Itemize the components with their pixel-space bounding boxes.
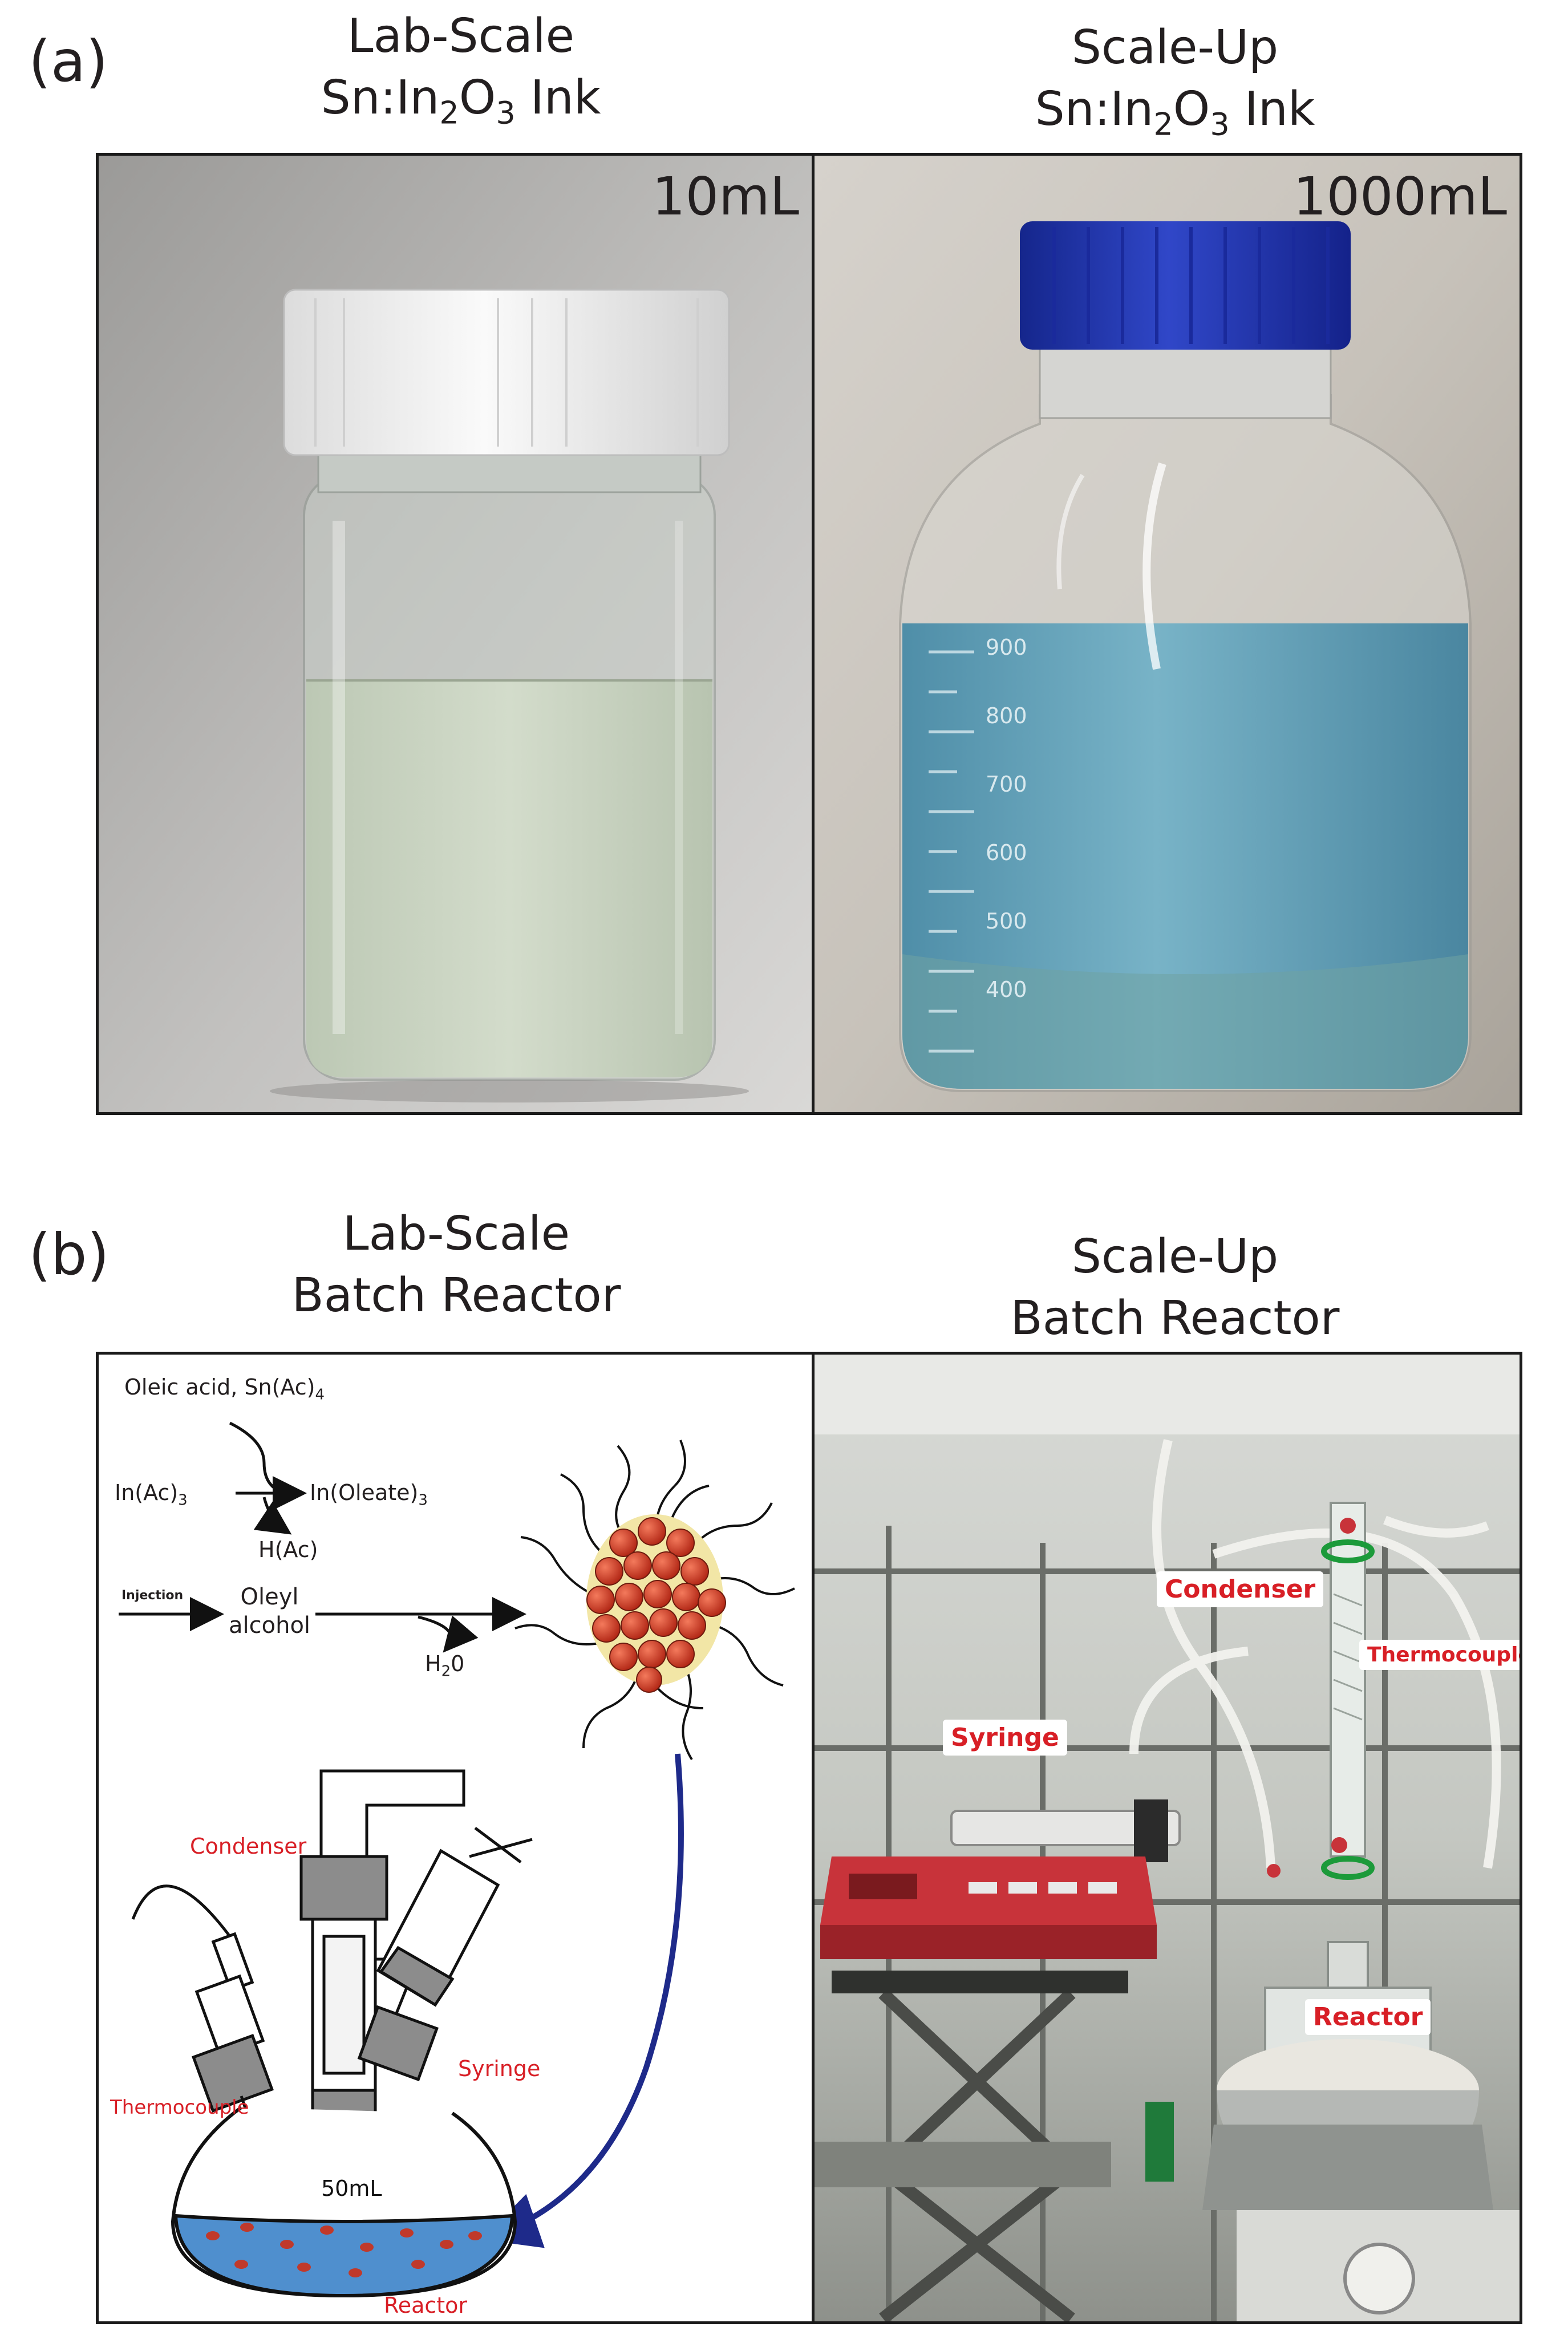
heading-line1: Scale-Up	[1071, 1230, 1279, 1284]
graduation: 900	[986, 635, 1027, 660]
bottle-graduations: 900 800 700 600 500 400	[986, 635, 1054, 1045]
lab-vial-illustration	[99, 156, 812, 1112]
scale-up-bottle-illustration	[815, 156, 1520, 1112]
scheme-reactant: In(Ac)3	[115, 1480, 188, 1509]
heading-line1: Lab-Scale	[347, 9, 575, 63]
oleyl-line2: alcohol	[229, 1612, 311, 1639]
heading-line1: Lab-Scale	[342, 1207, 570, 1261]
scale-up-volume-label: 1000mL	[1293, 166, 1507, 227]
condenser-label: Condenser	[190, 1834, 307, 1859]
panel-a-left-heading: Lab-Scale Sn:In2O3 Ink	[244, 6, 678, 144]
panel-b-left-heading: Lab-Scale Batch Reactor	[228, 1203, 684, 1327]
thermocouple-label: Thermocouple	[110, 2096, 249, 2119]
lab-volume-label: 10mL	[652, 166, 799, 227]
oleyl-line1: Oleyl	[240, 1584, 299, 1610]
photo-reactor-label: Reactor	[1305, 1999, 1431, 2035]
scheme-byproduct: H(Ac)	[258, 1537, 318, 1562]
reactor-schematic	[119, 1421, 795, 2298]
reactor-particles	[206, 2223, 482, 2277]
photo-thermocouple-label: Thermocouple	[1359, 1640, 1520, 1670]
graduation: 600	[986, 840, 1027, 865]
heading-line2: Sn:In2O3 Ink	[1035, 82, 1315, 143]
reactor-label: Reactor	[384, 2293, 468, 2318]
heading-line2: Batch Reactor	[1010, 1291, 1340, 1345]
scheme-injection: Injection	[121, 1588, 184, 1603]
panel-a-right-heading: Scale-Up Sn:In2O3 Ink	[958, 17, 1392, 155]
panel-b-right-heading: Scale-Up Batch Reactor	[947, 1226, 1403, 1349]
scale-up-setup-illustration	[815, 1355, 1520, 2321]
scheme-oleyl-alcohol: Oleyl alcohol	[229, 1583, 310, 1640]
scheme-water: H20	[425, 1651, 465, 1680]
syringe-label: Syringe	[458, 2056, 541, 2081]
panel-a-label: (a)	[29, 28, 108, 95]
heading-line2: Batch Reactor	[291, 1268, 621, 1323]
photo-condenser-label: Condenser	[1157, 1571, 1324, 1607]
syringe-icon	[357, 1827, 533, 2082]
graduation: 500	[986, 909, 1027, 934]
heading-line1: Scale-Up	[1071, 21, 1279, 75]
lab-scale-ink-photo: 10mL	[96, 153, 815, 1115]
flask-volume-label: 50mL	[321, 2176, 382, 2201]
photo-syringe-label: Syringe	[943, 1720, 1067, 1756]
heading-line2: Sn:In2O3 Ink	[321, 71, 601, 131]
scale-up-ink-photo: 900 800 700 600 500 400 1000mL	[812, 153, 1522, 1115]
round-bottom-flask-icon	[171, 2106, 517, 2298]
graduation: 400	[986, 977, 1027, 1002]
panel-b-label: (b)	[29, 1221, 110, 1288]
graduation: 700	[986, 772, 1027, 797]
graduation: 800	[986, 703, 1027, 728]
thermocouple-icon	[131, 1884, 289, 2233]
scheme-product: In(Oleate)3	[310, 1480, 428, 1509]
lab-scale-reactor-diagram: Oleic acid, Sn(Ac)4 In(Ac)3 In(Oleate)3 …	[96, 1352, 815, 2324]
scale-up-reactor-photo: Condenser Thermocouple Syringe Reactor	[812, 1352, 1522, 2324]
nanoparticle-icon	[514, 1440, 795, 1761]
transfer-arrow	[481, 1753, 684, 2248]
scheme-reagents: Oleic acid, Sn(Ac)4	[124, 1375, 325, 1404]
